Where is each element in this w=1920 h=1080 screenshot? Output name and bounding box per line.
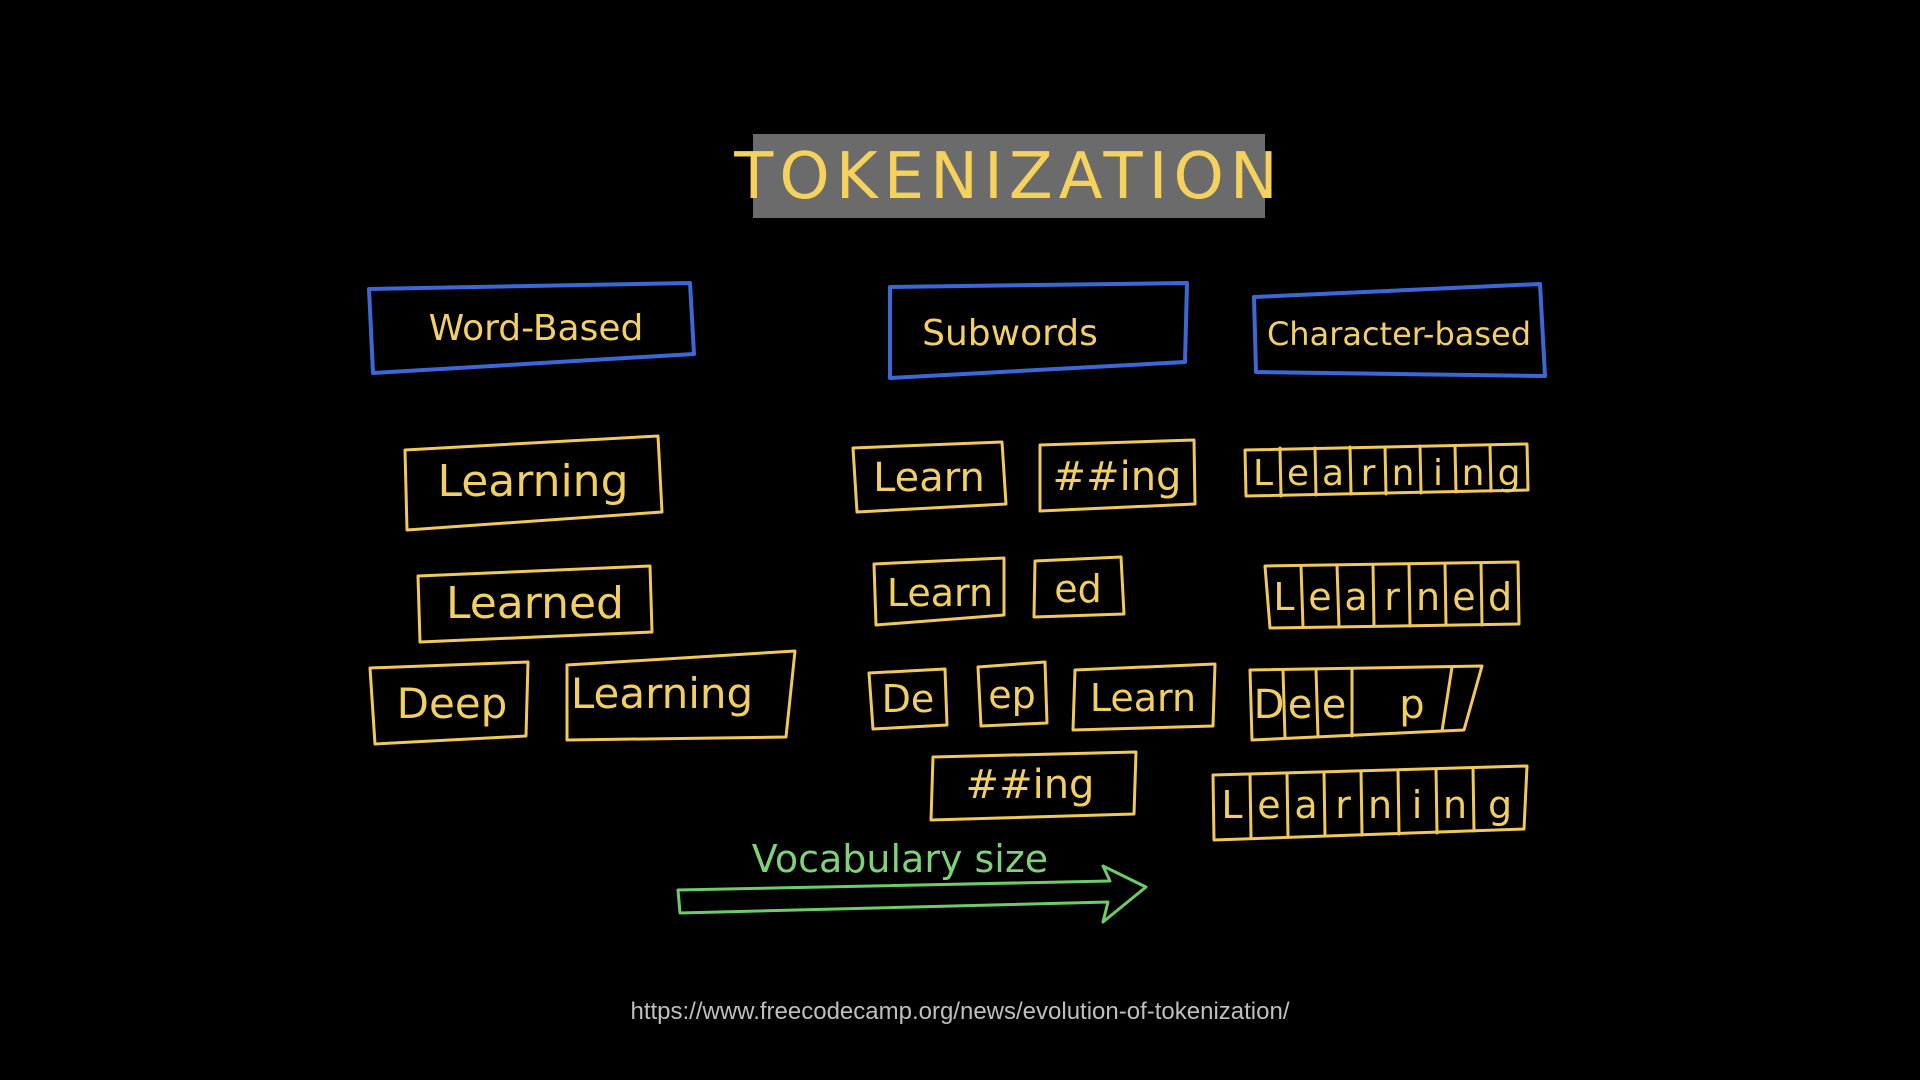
char-label: d: [1488, 575, 1512, 619]
char-row: L e a r n i n g: [1243, 442, 1530, 498]
char-label: e: [1452, 575, 1475, 619]
vocabulary-size-label: Vocabulary size: [752, 837, 1048, 881]
char-label: r: [1361, 453, 1376, 494]
token-box: Learn: [851, 440, 1008, 514]
char-label: e: [1257, 783, 1280, 827]
word-based-tokens: Learning Learned Deep Learning: [368, 434, 797, 746]
char-label: r: [1335, 783, 1351, 827]
heading-word-based-label: Word-Based: [429, 308, 644, 349]
char-label: n: [1392, 453, 1415, 494]
vocabulary-size-arrow: Vocabulary size: [676, 837, 1148, 924]
char-label: L: [1273, 575, 1294, 619]
token-label: ##ing: [1053, 454, 1182, 500]
token-box: ed: [1032, 555, 1126, 619]
token-label: De: [882, 677, 935, 721]
token-label: ##ing: [966, 762, 1095, 808]
char-row: D e e p: [1248, 664, 1484, 742]
heading-box: [367, 281, 696, 375]
token-label: Learn: [1090, 676, 1196, 720]
char-label: r: [1384, 575, 1400, 619]
char-label: e: [1322, 682, 1347, 728]
title-highlight: [753, 134, 1265, 218]
token-box: Learn: [872, 556, 1006, 627]
token-label: Learning: [437, 456, 628, 507]
heading-character-based-label: Character-based: [1267, 315, 1531, 353]
heading-character-based: Character-based: [1252, 282, 1547, 378]
char-label: g: [1498, 453, 1521, 494]
char-label: n: [1443, 783, 1467, 827]
token-label: ep: [988, 673, 1036, 717]
char-label: p: [1399, 682, 1424, 728]
token-label: Deep: [397, 679, 508, 728]
token-box: Learned: [416, 564, 654, 644]
char-label: L: [1221, 783, 1242, 827]
subword-tokens: Learn ##ing Learn ed De ep Learn ##ing: [851, 438, 1217, 822]
token-box: Deep: [368, 660, 530, 746]
heading-box: [888, 281, 1189, 380]
char-label: i: [1412, 783, 1423, 827]
char-label: a: [1294, 783, 1317, 827]
title: TOKENIZATION: [733, 140, 1284, 214]
token-box: De: [867, 667, 949, 731]
char-label: n: [1462, 453, 1485, 494]
char-label: L: [1253, 453, 1273, 494]
char-label: e: [1287, 453, 1309, 494]
char-label: a: [1322, 453, 1344, 494]
character-tokens: L e a r n i n g L e a r n e d: [1211, 442, 1530, 842]
token-box: Learning: [565, 649, 797, 742]
token-label: Learn: [873, 455, 985, 501]
token-label: ed: [1054, 567, 1102, 611]
token-box: ##ing: [1038, 438, 1197, 513]
char-label: e: [1308, 575, 1331, 619]
char-row: L e a r n e d: [1263, 560, 1521, 630]
token-label: Learn: [887, 571, 993, 615]
heading-subwords-label: Subwords: [922, 313, 1098, 354]
source-url: https://www.freecodecamp.org/news/evolut…: [630, 998, 1290, 1025]
heading-word-based: Word-Based: [367, 281, 696, 375]
token-box: Learn: [1071, 662, 1217, 732]
token-label: Learned: [446, 578, 624, 629]
char-label: a: [1344, 575, 1367, 619]
char-label: n: [1368, 783, 1392, 827]
char-label: i: [1433, 453, 1443, 494]
char-row: L e a r n i n g: [1211, 764, 1529, 842]
char-label: g: [1488, 783, 1512, 827]
token-box: Learning: [403, 434, 664, 532]
title-group: TOKENIZATION: [733, 134, 1284, 218]
arrow-icon: [676, 864, 1148, 924]
token-box: ##ing: [929, 750, 1138, 822]
token-label: Learning: [571, 669, 753, 718]
char-label: n: [1416, 575, 1440, 619]
heading-box: [1252, 282, 1547, 378]
token-box: ep: [976, 660, 1049, 728]
char-label: D: [1254, 682, 1285, 728]
char-label: e: [1288, 682, 1313, 728]
heading-subwords: Subwords: [888, 281, 1189, 380]
